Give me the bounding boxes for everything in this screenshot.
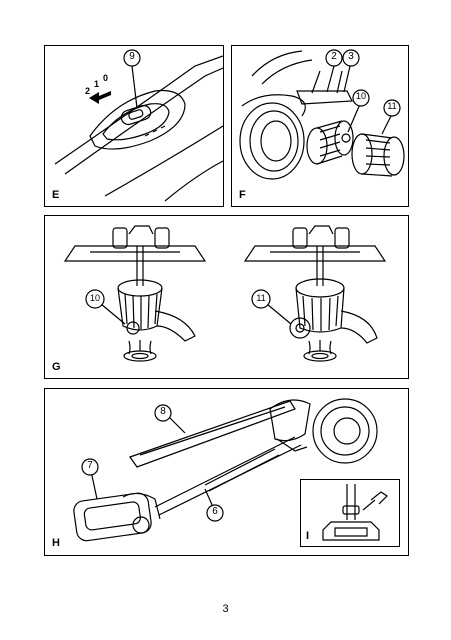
callout-9: 9	[129, 51, 135, 62]
panel-e: 9 2 1 0 E	[44, 45, 224, 207]
illustration-filter-rinsing	[63, 225, 387, 362]
position-label-0: 0	[103, 73, 109, 83]
illustration-vacuum-accessories	[73, 398, 378, 542]
illustration-stand-detail	[322, 484, 388, 541]
panel-h: 8 7 6 H I	[44, 388, 409, 556]
callout-11: 11	[387, 101, 397, 111]
panel-f: 2 3 10 11 F	[231, 45, 409, 207]
callout-8: 8	[160, 406, 166, 417]
callout-2: 2	[331, 51, 337, 62]
illustration-filter-removal	[239, 49, 405, 180]
callout-11: 11	[256, 293, 266, 303]
callout-circle	[123, 49, 141, 67]
position-label-2: 2	[85, 86, 91, 96]
page-number: 3	[222, 603, 229, 615]
callout-6: 6	[212, 506, 218, 517]
callout-10: 10	[89, 293, 100, 303]
panel-label-g: G	[52, 361, 61, 373]
panel-label-h: H	[52, 537, 60, 549]
panel-i: I	[300, 479, 400, 547]
illustration-slider-switch	[54, 49, 223, 202]
panel-label-f: F	[239, 189, 246, 201]
panel-g: 10 11 G	[44, 215, 409, 379]
callout-10: 10	[355, 91, 366, 101]
panel-label-i: I	[306, 530, 310, 542]
position-label-1: 1	[94, 79, 100, 89]
panel-label-e: E	[52, 189, 60, 201]
callout-3: 3	[348, 51, 354, 62]
callout-7: 7	[87, 460, 93, 471]
